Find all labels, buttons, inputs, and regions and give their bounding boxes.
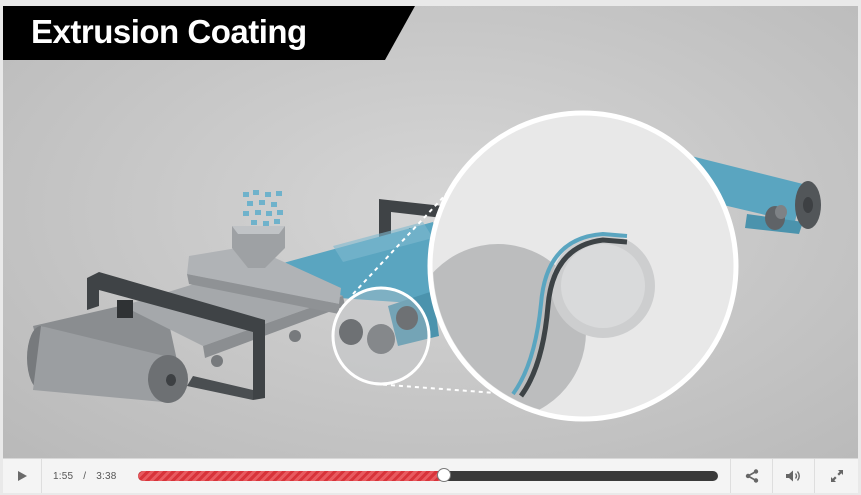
- video-title: Extrusion Coating: [31, 13, 307, 50]
- video-frame[interactable]: Extrusion Coating: [3, 6, 858, 458]
- current-time: 1:55: [53, 470, 74, 482]
- time-display: 1:55 / 3:38: [53, 459, 117, 493]
- volume-button[interactable]: [772, 459, 815, 493]
- fullscreen-button[interactable]: [814, 459, 859, 493]
- play-icon: [18, 471, 27, 481]
- progress-bar[interactable]: [138, 468, 718, 482]
- play-button[interactable]: [3, 459, 42, 493]
- title-banner-shape: [3, 6, 415, 60]
- control-bar: 1:55 / 3:38: [3, 458, 858, 493]
- share-button[interactable]: [730, 459, 773, 493]
- share-icon: [745, 469, 759, 483]
- duration: 3:38: [96, 470, 117, 482]
- fullscreen-icon: [831, 470, 843, 482]
- extrusion-illustration: [27, 110, 821, 422]
- title-banner: Extrusion Coating: [3, 6, 433, 60]
- time-separator: /: [83, 470, 87, 482]
- progress-fill: [138, 471, 444, 481]
- progress-handle[interactable]: [436, 468, 451, 482]
- volume-icon: [786, 470, 800, 482]
